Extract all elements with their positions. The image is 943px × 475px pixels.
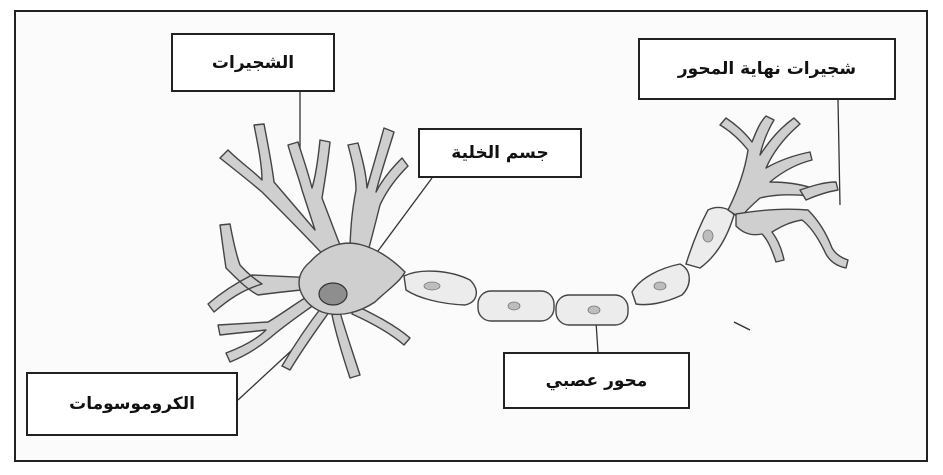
label-dendrites-text: الشجيرات (211, 52, 295, 73)
leader-line-cell-body (374, 177, 433, 256)
myelin-nucleus (587, 305, 601, 315)
axon-myelin (403, 206, 735, 326)
stray-mark (733, 321, 751, 331)
nucleus (318, 282, 348, 306)
label-cell-body: جسم الخلية (418, 128, 582, 178)
label-axon-terminal-dendrites-text: شجيرات نهاية المحور (677, 59, 857, 79)
dendrite-upper-right (347, 127, 409, 263)
dendrite-upper-left (219, 123, 349, 263)
myelin-nucleus (507, 301, 521, 311)
leader-line-terminal (837, 99, 841, 206)
myelin-nucleus (423, 281, 441, 291)
dendrite-lower (281, 303, 411, 379)
dendrite-left (207, 223, 323, 313)
myelin-nuclei (423, 229, 714, 315)
label-axon: محور عصبي (503, 352, 690, 409)
label-chromosomes: الكروموسومات (26, 372, 238, 436)
terminal-branch (719, 115, 813, 219)
leader-line-axon (595, 321, 599, 353)
cell-body (298, 242, 406, 316)
label-axon-terminal-dendrites: شجيرات نهاية المحور (638, 38, 896, 100)
myelin-nucleus (653, 281, 667, 291)
label-chromosomes-text: الكروموسومات (69, 394, 195, 414)
axon-terminal-branches (719, 115, 849, 269)
myelin-segment (403, 270, 477, 306)
terminal-branch (799, 181, 839, 201)
terminal-branch (735, 208, 849, 269)
label-axon-text: محور عصبي (545, 370, 648, 391)
dendrite-lower-left (217, 291, 319, 363)
dendrites (207, 123, 411, 379)
label-dendrites: الشجيرات (171, 33, 335, 92)
myelin-nucleus (702, 229, 714, 243)
label-cell-body-text: جسم الخلية (451, 143, 549, 163)
